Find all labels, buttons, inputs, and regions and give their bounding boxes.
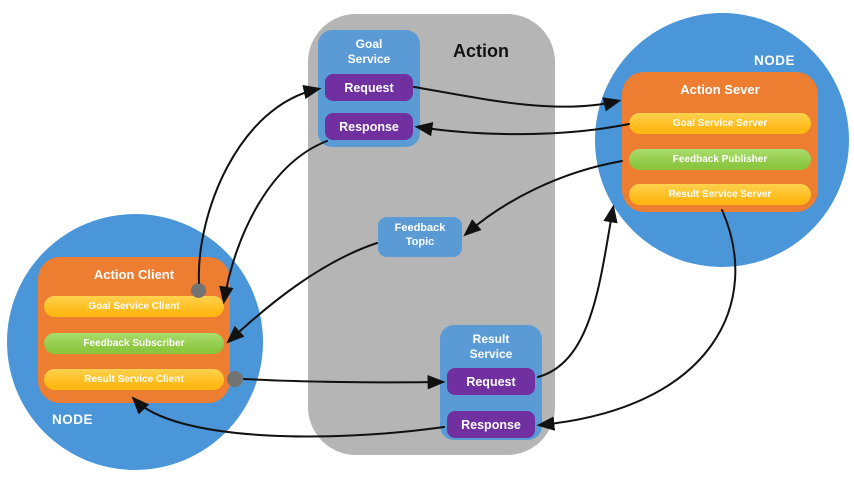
result-response-box: Response (447, 411, 535, 438)
result-request-box: Request (447, 368, 535, 395)
action-client-title: Action Client (93, 267, 175, 282)
result-service-server-pill: Result Service Server (629, 184, 811, 205)
feedback-topic-box: Feedback Topic (378, 217, 462, 257)
goal-request-box: Request (325, 74, 413, 101)
action-server-box: Action Sever Goal Service Server Feedbac… (622, 72, 818, 212)
action-client-box: Action Client Goal Service Client Feedba… (38, 257, 230, 403)
goal-service-server-pill: Goal Service Server (629, 113, 811, 134)
goal-service-client-pill: Goal Service Client (44, 296, 224, 317)
action-server-title: Action Sever (680, 82, 760, 97)
feedback-publisher-pill: Feedback Publisher (629, 149, 811, 170)
client-node-label: NODE (52, 412, 94, 427)
goal-service-title: Goal Service (347, 37, 391, 66)
feedback-subscriber-pill: Feedback Subscriber (44, 333, 224, 354)
server-node-label: NODE (754, 53, 796, 68)
result-service-client-pill: Result Service Client (44, 369, 224, 390)
goal-response-box: Response (325, 113, 413, 140)
goal-client-connector-dot (191, 283, 206, 298)
feedback-topic-title: Feedback Topic (394, 222, 446, 248)
result-service-title: Result Service (469, 332, 513, 361)
action-title: Action (453, 41, 509, 61)
result-client-connector-dot (227, 371, 243, 387)
